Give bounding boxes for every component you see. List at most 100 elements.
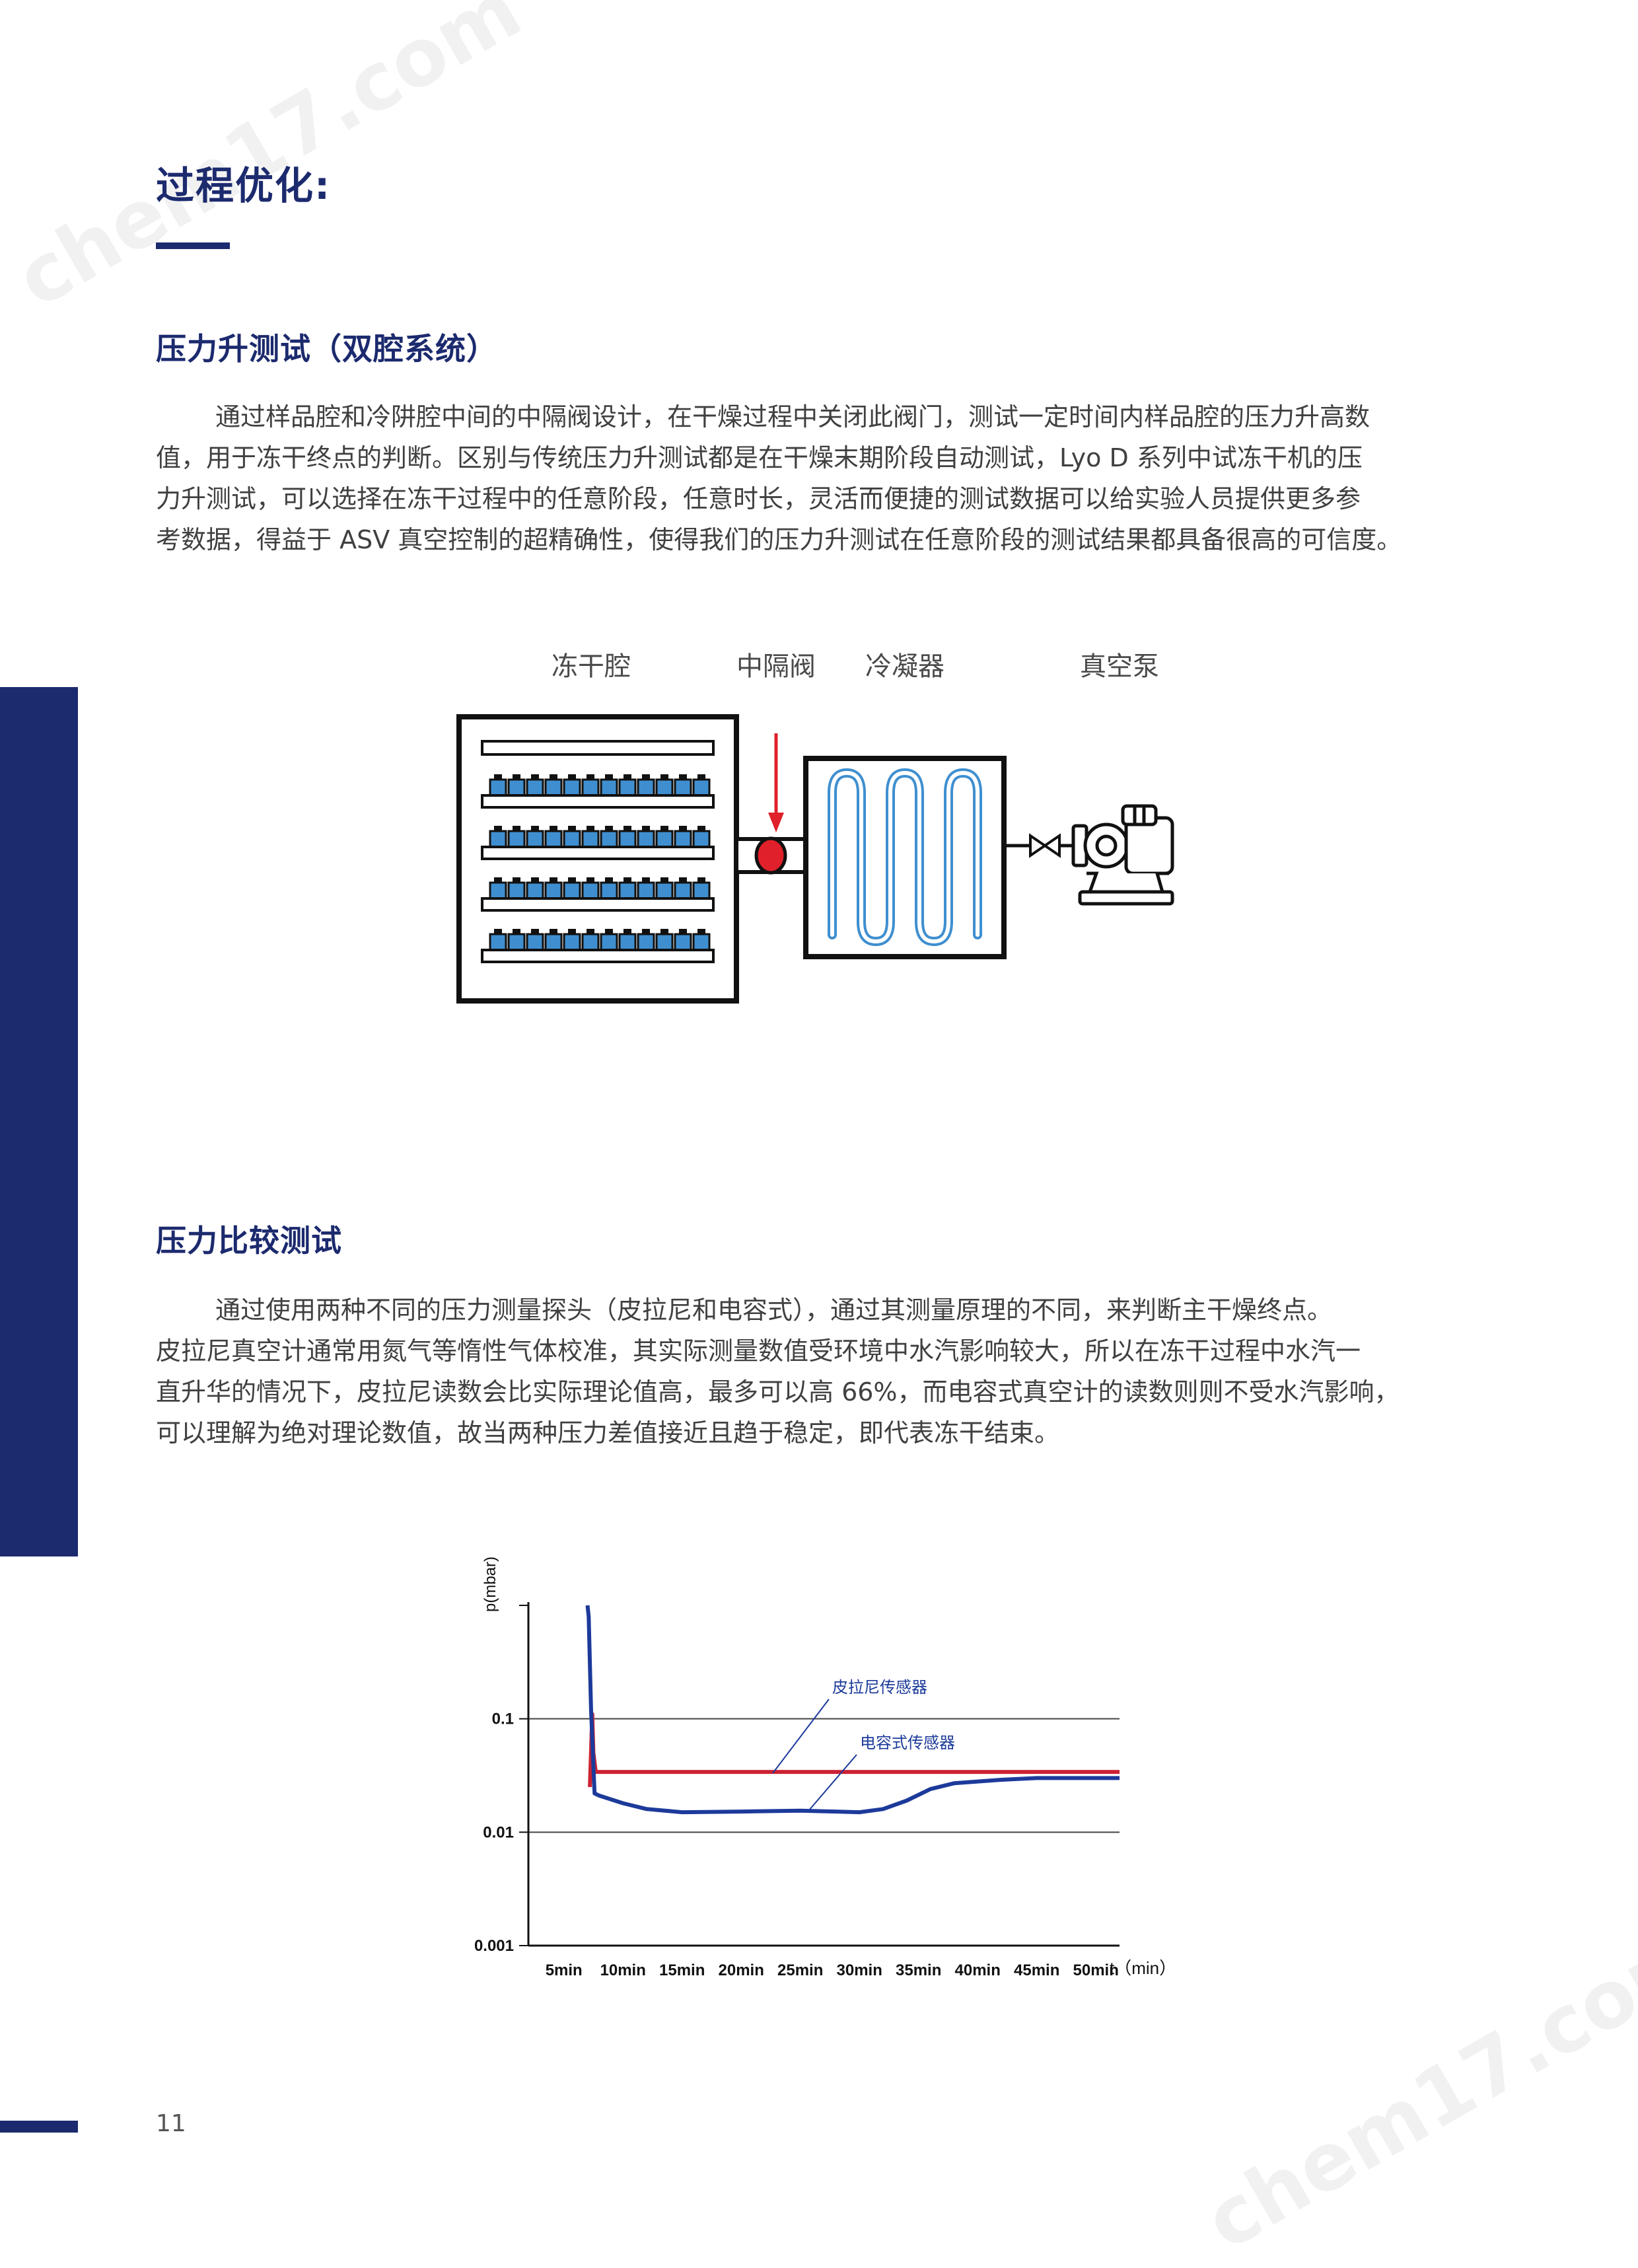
vial bbox=[489, 830, 507, 848]
vial bbox=[526, 830, 544, 848]
vial bbox=[655, 933, 674, 951]
vial bbox=[637, 830, 655, 848]
vial bbox=[674, 933, 692, 951]
x-tick-label: 30min bbox=[837, 1961, 882, 1979]
watermark-bottom: chem17.com bbox=[1190, 1906, 1638, 2268]
vial bbox=[507, 881, 526, 900]
vial bbox=[637, 778, 655, 797]
vial bbox=[526, 933, 544, 951]
valve-arrow-head bbox=[768, 813, 784, 832]
shelf bbox=[481, 846, 715, 860]
vial-cap bbox=[550, 929, 557, 934]
vial bbox=[563, 933, 581, 951]
paragraph-line: 力升测试，可以选择在冻干过程中的任意阶段，任意时长，灵活而便捷的测试数据可以给实… bbox=[156, 484, 1361, 513]
shelf bbox=[481, 794, 715, 809]
vial bbox=[692, 830, 711, 848]
vial bbox=[581, 778, 600, 797]
side-accent-bar bbox=[0, 687, 78, 1556]
label-isolation-valve: 中隔阀 bbox=[736, 651, 816, 682]
vial bbox=[692, 881, 711, 900]
vial bbox=[600, 830, 618, 848]
vial bbox=[563, 881, 581, 900]
vial-cap bbox=[531, 774, 539, 780]
vial-cap bbox=[679, 774, 687, 780]
vial-cap bbox=[568, 929, 576, 934]
vial-cap bbox=[550, 877, 557, 883]
vial-cap bbox=[587, 929, 594, 934]
y-tick-label: 0.01 bbox=[483, 1823, 514, 1841]
isolation-valve-icon bbox=[754, 836, 787, 875]
series-line-capacitance bbox=[585, 1605, 1120, 1815]
paragraph-line: 值，用于冻干终点的判断。区别与传统压力升测试都是在干燥末期阶段自动测试，Lyo … bbox=[156, 443, 1363, 472]
vial-cap bbox=[642, 774, 650, 780]
vial-cap bbox=[642, 826, 650, 831]
vial bbox=[489, 778, 507, 797]
vial bbox=[544, 830, 563, 848]
vial-cap bbox=[494, 774, 502, 780]
vial bbox=[637, 933, 655, 951]
label-freeze-chamber: 冻干腔 bbox=[552, 651, 631, 682]
annotation-pirani-leader bbox=[772, 1699, 830, 1774]
vial-cap bbox=[568, 877, 576, 883]
vial-cap bbox=[587, 774, 594, 780]
x-tick-label: 5min bbox=[546, 1961, 583, 1979]
vial bbox=[581, 830, 600, 848]
vial-cap bbox=[513, 929, 520, 934]
vial-cap bbox=[660, 929, 668, 934]
section2-paragraph: 通过使用两种不同的压力测量探头（皮拉尼和电容式），通过其测量原理的不同，来判断主… bbox=[156, 1290, 1483, 1453]
vial-cap bbox=[605, 929, 613, 934]
vial-cap bbox=[679, 826, 687, 831]
page-number: 11 bbox=[156, 2110, 186, 2137]
section-title-pressure-compare: 压力比较测试 bbox=[156, 1223, 342, 1259]
vial bbox=[674, 881, 692, 900]
x-tick-label: 35min bbox=[896, 1961, 941, 1979]
vial bbox=[692, 778, 711, 797]
vial-cap bbox=[531, 929, 539, 934]
page-heading: 过程优化: bbox=[156, 163, 332, 208]
vial-row bbox=[481, 929, 715, 963]
annotation-capacitance-leader bbox=[808, 1754, 857, 1811]
footer-accent-bar bbox=[0, 2121, 78, 2133]
vial-row bbox=[481, 877, 715, 912]
vial-cap bbox=[550, 774, 557, 780]
vial-cap bbox=[531, 826, 539, 831]
vial-cap bbox=[568, 826, 576, 831]
vial-cap bbox=[587, 826, 594, 831]
vial bbox=[526, 778, 544, 797]
x-tick-label: 40min bbox=[955, 1961, 1001, 1979]
vial bbox=[674, 778, 692, 797]
vial bbox=[489, 933, 507, 951]
vial bbox=[489, 881, 507, 900]
vial-cap bbox=[660, 826, 668, 831]
vial-cap bbox=[605, 877, 613, 883]
paragraph-line: 直升华的情况下，皮拉尼读数会比实际理论值高，最多可以高 66%，而电容式真空计的… bbox=[156, 1377, 1400, 1407]
x-tick-label: 25min bbox=[777, 1961, 823, 1979]
shutoff-valve-icon bbox=[1029, 833, 1061, 858]
freeze-dryer-diagram bbox=[456, 714, 1174, 1004]
vial-cap bbox=[513, 877, 520, 883]
vial bbox=[544, 881, 563, 900]
vial-cap bbox=[697, 774, 705, 780]
vial bbox=[618, 933, 637, 951]
vial bbox=[507, 778, 526, 797]
vial bbox=[655, 778, 674, 797]
vial-cap bbox=[623, 877, 631, 883]
vial-cap bbox=[660, 774, 668, 780]
x-tick-label: 20min bbox=[719, 1961, 764, 1979]
x-tick-label: 45min bbox=[1014, 1961, 1059, 1979]
vial-cap bbox=[679, 929, 687, 934]
section-title-pressure-rise: 压力升测试（双腔系统） bbox=[156, 331, 497, 367]
vial bbox=[507, 830, 526, 848]
annotation-pirani: 皮拉尼传感器 bbox=[832, 1679, 927, 1697]
vial bbox=[526, 881, 544, 900]
vial-cap bbox=[697, 929, 705, 934]
vial-cap bbox=[642, 929, 650, 934]
vial-cap bbox=[531, 877, 539, 883]
vial-cap bbox=[494, 826, 502, 831]
vial-row bbox=[481, 826, 715, 860]
vial-cap bbox=[697, 877, 705, 883]
vial-cap bbox=[568, 774, 576, 780]
paragraph-line: 皮拉尼真空计通常用氮气等惰性气体校准，其实际测量数值受环境中水汽影响较大，所以在… bbox=[156, 1336, 1361, 1366]
vial-cap bbox=[679, 877, 687, 883]
